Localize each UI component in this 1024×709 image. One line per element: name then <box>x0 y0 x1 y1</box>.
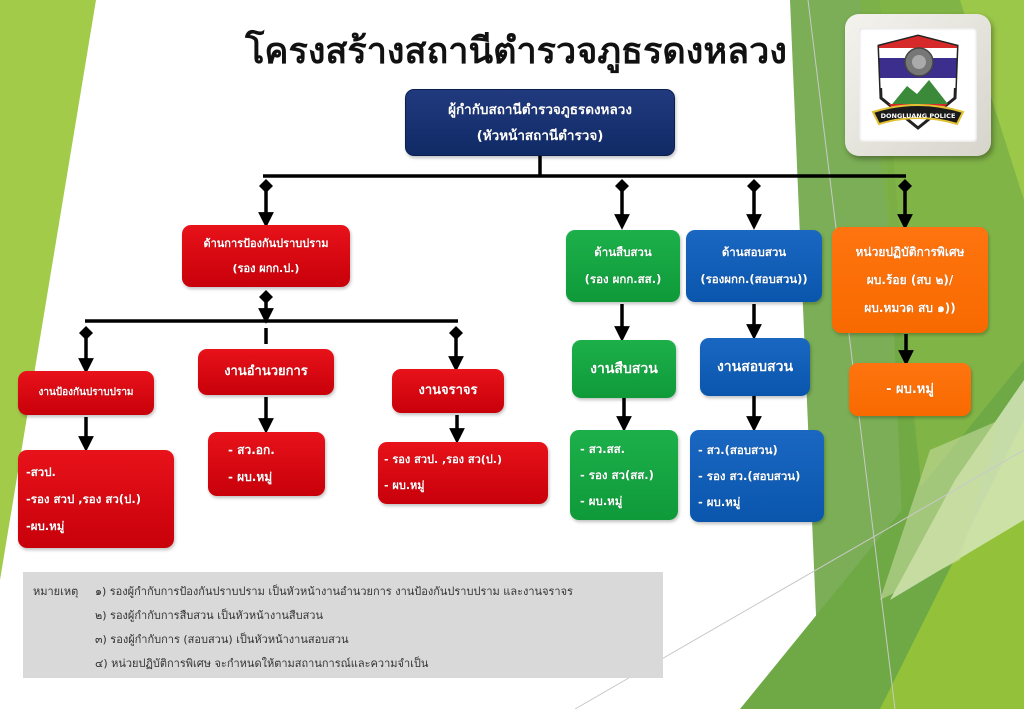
traffic-unit-title: งานจราจร <box>418 383 478 398</box>
special-ops-staff-item: - ผบ.หมู่ <box>886 381 934 397</box>
note-item: ๑) รองผู้กำกับการป้องกันปราบปราม เป็นหัว… <box>95 585 573 598</box>
left-green-wedge <box>0 0 96 580</box>
right-green-pale-2 <box>880 420 1000 600</box>
thin-vertical-line <box>807 0 896 709</box>
suppression-unit-box[interactable]: งานป้องกันปราบปราม <box>18 371 154 415</box>
investigation-unit-title: งานสืบสวน <box>590 361 658 377</box>
inquiry-unit-title: งานสอบสวน <box>716 359 794 375</box>
investigation-division-box[interactable]: ด้านสืบสวน (รอง ผกก.สส.) <box>566 230 680 302</box>
prevention-division-subtitle: (รอง ผกก.ป.) <box>232 262 300 275</box>
inquiry-division-box[interactable]: ด้านสอบสวน (รองผกก.(สอบสวน)) <box>686 230 822 302</box>
inquiry-staff-item: - สว.(สอบสวน) <box>698 443 778 457</box>
inquiry-staff-item: - รอง สว.(สอบสวน) <box>698 469 801 483</box>
suppression-staff-item: -รอง สวป ,รอง สว(ป.) <box>26 491 141 506</box>
prevention-division-title: ด้านการป้องกันปราบปราม <box>203 237 329 250</box>
admin-unit-box[interactable]: งานอำนวยการ <box>198 349 334 395</box>
investigation-unit-box[interactable]: งานสืบสวน <box>572 340 676 398</box>
police-logo: DONGLUANG POLICE <box>845 14 991 156</box>
inquiry-unit-box[interactable]: งานสอบสวน <box>700 338 810 396</box>
inquiry-division-title: ด้านสอบสวน <box>721 245 787 259</box>
traffic-staff-item: - ผบ.หมู่ <box>384 479 425 492</box>
traffic-unit-box[interactable]: งานจราจร <box>392 369 504 413</box>
investigation-division-title: ด้านสืบสวน <box>594 245 652 259</box>
note-item: ๓) รองผู้กำกับการ (สอบสวน) เป็นหัวหน้างา… <box>95 633 349 646</box>
chief-box[interactable]: ผู้กำกับสถานีตำรวจภูธรดงหลวง (หัวหน้าสถา… <box>405 89 675 156</box>
inquiry-staff-box[interactable]: - สว.(สอบสวน) - รอง สว.(สอบสวน) - ผบ.หมู… <box>690 430 824 522</box>
investigation-staff-item: - รอง สว(สส.) <box>580 468 654 482</box>
notes-list: ๑) รองผู้กำกับการป้องกันปราบปราม เป็นหัว… <box>95 580 573 676</box>
traffic-staff-item: - รอง สวป. ,รอง สว(ป.) <box>384 453 502 466</box>
investigation-staff-box[interactable]: - สว.สส. - รอง สว(สส.) - ผบ.หมู่ <box>570 430 678 520</box>
logo-text: DONGLUANG POLICE <box>881 112 956 120</box>
chief-title: ผู้กำกับสถานีตำรวจภูธรดงหลวง <box>448 101 632 118</box>
special-ops-line: ผบ.หมวด สบ ๑)) <box>864 301 956 315</box>
admin-staff-box[interactable]: - สว.อก. - ผบ.หมู่ <box>208 432 325 496</box>
inquiry-division-subtitle: (รองผกก.(สอบสวน)) <box>700 272 808 286</box>
admin-staff-item: - ผบ.หมู่ <box>228 470 273 484</box>
note-item: ๔) หน่วยปฏิบัติการพิเศษ จะกำหนดให้ตามสถา… <box>95 657 429 670</box>
traffic-staff-box[interactable]: - รอง สวป. ,รอง สว(ป.) - ผบ.หมู่ <box>378 442 548 504</box>
chief-subtitle: (หัวหน้าสถานีตำรวจ) <box>476 127 604 144</box>
page-title: โครงสร้างสถานีตำรวจภูธรดงหลวง <box>245 31 787 72</box>
admin-unit-title: งานอำนวยการ <box>224 364 308 379</box>
investigation-staff-item: - ผบ.หมู่ <box>580 494 623 508</box>
notes-panel: หมายเหตุ ๑) รองผู้กำกับการป้องกันปราบปรา… <box>23 572 663 678</box>
notes-label: หมายเหตุ <box>33 585 79 598</box>
suppression-staff-item: -ผบ.หมู่ <box>26 518 65 533</box>
special-ops-box[interactable]: หน่วยปฏิบัติการพิเศษ ผบ.ร้อย (สบ ๒)/ ผบ.… <box>832 227 988 333</box>
suppression-staff-box[interactable]: -สวป. -รอง สวป ,รอง สว(ป.) -ผบ.หมู่ <box>18 450 174 548</box>
special-ops-line: ผบ.ร้อย (สบ ๒)/ <box>866 273 954 287</box>
prevention-division-box[interactable]: ด้านการป้องกันปราบปราม (รอง ผกก.ป.) <box>182 225 350 287</box>
inquiry-staff-item: - ผบ.หมู่ <box>698 495 741 509</box>
suppression-unit-title: งานป้องกันปราบปราม <box>38 387 134 398</box>
investigation-staff-item: - สว.สส. <box>580 442 626 456</box>
admin-staff-item: - สว.อก. <box>228 443 275 457</box>
note-item: ๒) รองผู้กำกับการสืบสวน เป็นหัวหน้างานสื… <box>95 609 324 622</box>
investigation-division-subtitle: (รอง ผกก.สส.) <box>584 272 662 286</box>
special-ops-title: หน่วยปฏิบัติการพิเศษ <box>855 245 965 259</box>
police-badge-icon: DONGLUANG POLICE <box>871 34 965 130</box>
special-ops-staff-box[interactable]: - ผบ.หมู่ <box>849 363 971 416</box>
suppression-staff-item: -สวป. <box>26 464 56 479</box>
